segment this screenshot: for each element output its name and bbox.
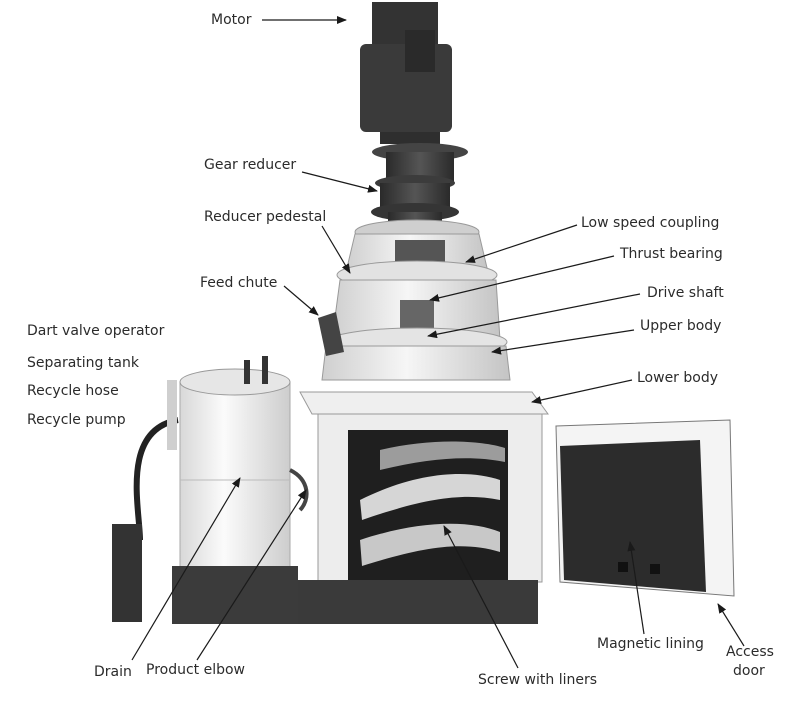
label-drive-shaft: Drive shaft (647, 285, 724, 301)
access-door-body (555, 419, 735, 597)
label-product-elbow: Product elbow (146, 662, 246, 678)
label-upper-body: Upper body (640, 318, 722, 334)
label-dart-valve-operator: Dart valve operator (27, 323, 165, 339)
label-drain: Drain (94, 664, 132, 680)
leader-magnetic-lining (627, 541, 645, 635)
leader-feed-chute (283, 285, 319, 316)
upper-body-shell (321, 279, 511, 381)
label-recycle-hose: Recycle hose (27, 383, 119, 399)
label-access-door-line2: door (733, 663, 765, 679)
leader-lower-body (531, 379, 633, 404)
label-recycle-pump: Recycle pump (27, 412, 126, 428)
label-motor: Motor (211, 12, 252, 28)
leader-upper-body (491, 329, 635, 355)
feed-chute-body (318, 312, 344, 356)
label-lower-body: Lower body (637, 370, 719, 386)
leader-drive-shaft (427, 293, 641, 339)
leader-access-door (717, 603, 745, 647)
label-reducer-pedestal: Reducer pedestal (204, 209, 327, 225)
label-separating-tank: Separating tank (27, 355, 139, 371)
label-magnetic-lining: Magnetic lining (597, 636, 704, 652)
label-feed-chute: Feed chute (200, 275, 278, 291)
leader-reducer-pedestal (321, 225, 351, 274)
lower-body-shell (298, 391, 549, 624)
motor-body (360, 2, 452, 144)
label-screw-with-liners: Screw with liners (478, 672, 598, 688)
label-access-door-line1: Access (726, 644, 774, 660)
label-thrust-bearing: Thrust bearing (620, 246, 723, 262)
label-low-speed-coupling: Low speed coupling (581, 215, 720, 231)
label-gear-reducer: Gear reducer (204, 157, 297, 173)
leader-screw-with-liners (443, 525, 519, 669)
leader-gear-reducer (301, 171, 378, 193)
leader-low-speed-coupling (465, 224, 578, 263)
leader-product-elbow (196, 489, 307, 661)
leader-drain (131, 477, 241, 661)
leader-lines (131, 16, 745, 669)
separating-tank-body (172, 356, 298, 624)
recycle-pump-body (112, 524, 142, 622)
leader-thrust-bearing (429, 255, 615, 302)
